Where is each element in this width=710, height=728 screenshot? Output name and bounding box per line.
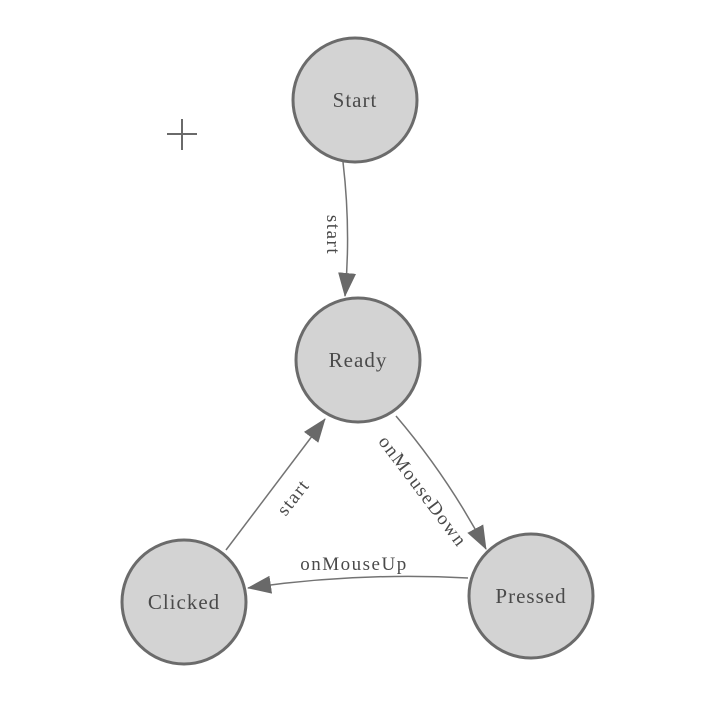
node-pressed-circle[interactable] [467, 532, 595, 660]
crosshair-icon [167, 119, 197, 150]
edge-path-clicked-to-ready[interactable] [225, 418, 326, 551]
node-start[interactable]: Start [291, 36, 419, 164]
node-pressed[interactable]: Pressed [467, 532, 595, 660]
edge-label-clicked-to-ready: start [273, 475, 314, 520]
node-clicked[interactable]: Clicked [120, 538, 248, 666]
edge-path-ready-to-pressed[interactable] [395, 415, 487, 550]
node-clicked-circle[interactable] [120, 538, 248, 666]
edge-ready-to-pressed[interactable]: onMouseDown [374, 415, 487, 551]
edge-label-pressed-to-clicked: onMouseUp [300, 554, 407, 575]
edge-pressed-to-clicked[interactable]: onMouseUp [247, 554, 469, 594]
node-ready-label: Ready [329, 348, 388, 372]
node-start-label: Start [333, 88, 378, 112]
node-start-circle[interactable] [291, 36, 419, 164]
edge-label-start-to-ready: start [322, 215, 343, 255]
edge-path-pressed-to-clicked[interactable] [247, 575, 469, 594]
node-pressed-label: Pressed [495, 584, 566, 608]
node-ready[interactable]: Ready [294, 296, 422, 424]
node-clicked-label: Clicked [148, 590, 220, 614]
edge-clicked-to-ready[interactable]: start [225, 418, 326, 551]
node-ready-circle[interactable] [294, 296, 422, 424]
edge-path-start-to-ready[interactable] [338, 161, 357, 297]
edge-start-to-ready[interactable]: start [322, 161, 357, 297]
